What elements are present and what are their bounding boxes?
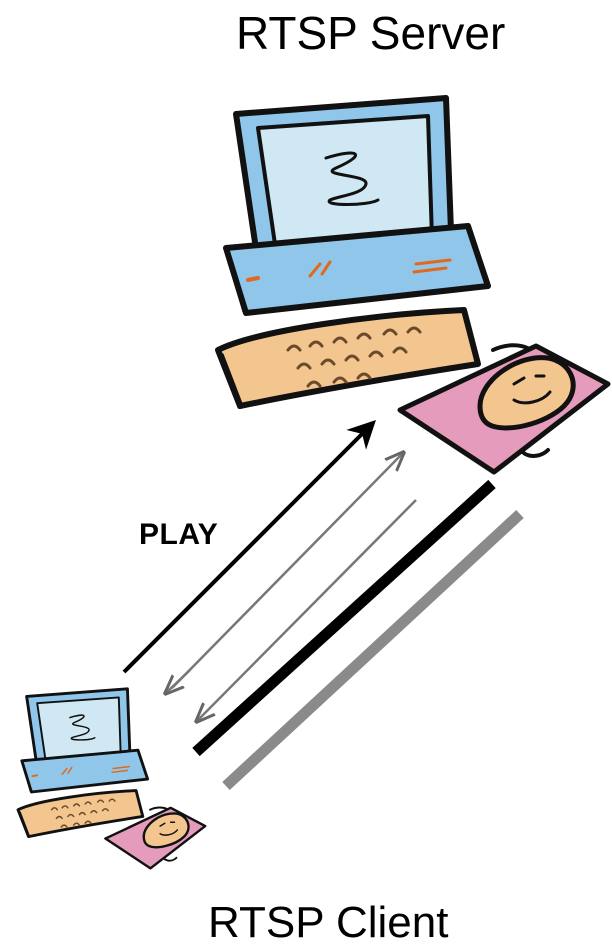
client-label: RTSP Client <box>208 898 448 948</box>
play-request-label: PLAY <box>139 518 218 552</box>
media-stream-gray <box>226 514 520 786</box>
server-computer-icon <box>218 98 608 472</box>
server-label: RTSP Server <box>236 6 505 60</box>
response-arrowhead-lower <box>167 670 190 692</box>
client-computer-icon <box>18 689 205 869</box>
response-arrow <box>198 500 416 720</box>
